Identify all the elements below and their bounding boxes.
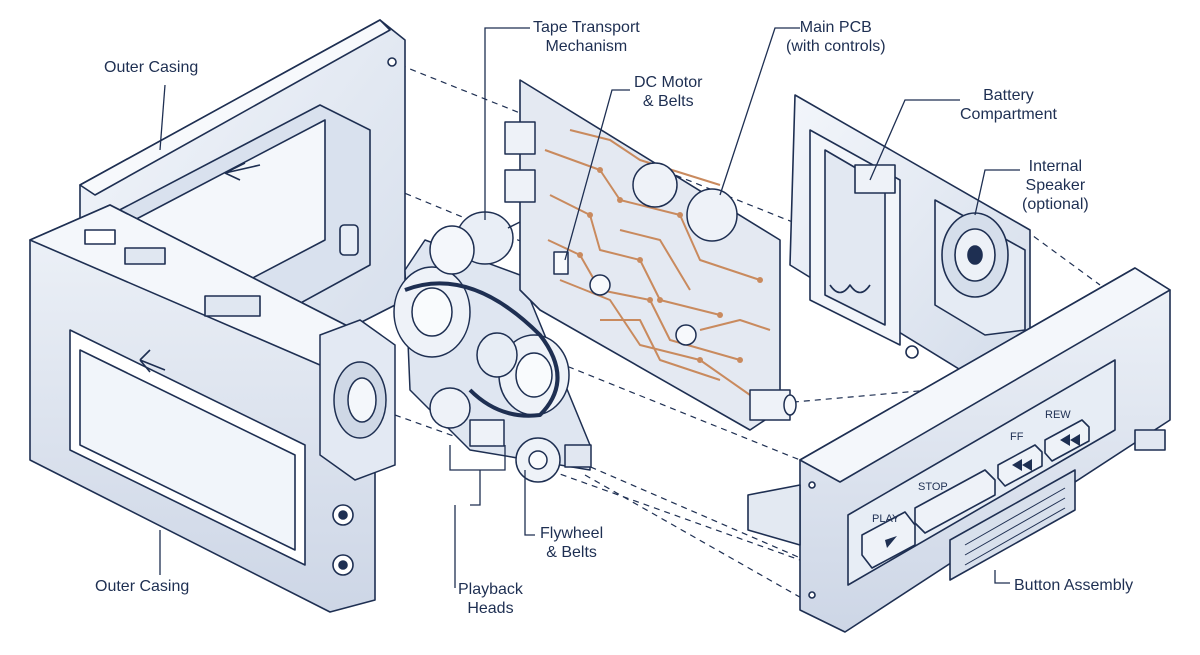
label-flywheel-line1: Flywheel bbox=[540, 525, 604, 542]
label-dc-motor: DC Motor & Belts bbox=[634, 73, 702, 111]
button-assembly-part bbox=[747, 267, 1171, 633]
label-speaker-line3: (optional) bbox=[1022, 196, 1089, 213]
label-internal-speaker: Internal Speaker (optional) bbox=[1022, 157, 1089, 214]
label-button-assembly: Button Assembly bbox=[1014, 577, 1134, 594]
label-main-pcb-line2: (with controls) bbox=[786, 38, 886, 55]
label-flywheel: Flywheel & Belts bbox=[540, 524, 603, 562]
label-main-pcb-line1: Main PCB bbox=[799, 19, 872, 36]
small-speaker-plate bbox=[319, 319, 396, 481]
label-dc-motor-line1: DC Motor bbox=[634, 74, 703, 91]
ff-button-label: FF bbox=[1010, 431, 1024, 443]
button-labels: PLAY STOP FF REW bbox=[872, 409, 1071, 525]
rew-button-label: REW bbox=[1045, 409, 1071, 421]
label-battery-line1: Battery bbox=[983, 87, 1034, 104]
label-battery-compartment: Battery Compartment bbox=[960, 86, 1057, 124]
label-outer-casing-top: Outer Casing bbox=[104, 59, 199, 76]
label-outer-casing-bottom: Outer Casing bbox=[95, 578, 190, 595]
label-flywheel-line2: & Belts bbox=[546, 544, 597, 561]
tape-transport-mechanism-part bbox=[393, 211, 592, 483]
label-main-pcb: Main PCB (with controls) bbox=[786, 18, 886, 56]
leader-lines bbox=[159, 27, 1020, 588]
label-playback-line1: Playback bbox=[458, 581, 523, 598]
label-dc-motor-line2: & Belts bbox=[642, 93, 694, 110]
label-playback-line2: Heads bbox=[467, 600, 514, 617]
main-pcb-part bbox=[504, 79, 797, 431]
label-battery-line2: Compartment bbox=[960, 106, 1057, 123]
play-button-label: PLAY bbox=[872, 513, 900, 525]
outer-casing-bottom-part bbox=[29, 204, 376, 613]
label-speaker-line1: Internal bbox=[1028, 158, 1083, 175]
label-tape-transport: Tape Transport Mechanism bbox=[533, 18, 640, 56]
label-playback-heads: Playback Heads bbox=[458, 580, 523, 618]
stop-button-label: STOP bbox=[918, 481, 948, 493]
label-speaker-line2: Speaker bbox=[1025, 177, 1086, 194]
battery-compartment-part bbox=[789, 94, 1031, 386]
label-tape-transport-line2: Mechanism bbox=[545, 38, 628, 55]
label-tape-transport-line1: Tape Transport bbox=[533, 19, 640, 36]
